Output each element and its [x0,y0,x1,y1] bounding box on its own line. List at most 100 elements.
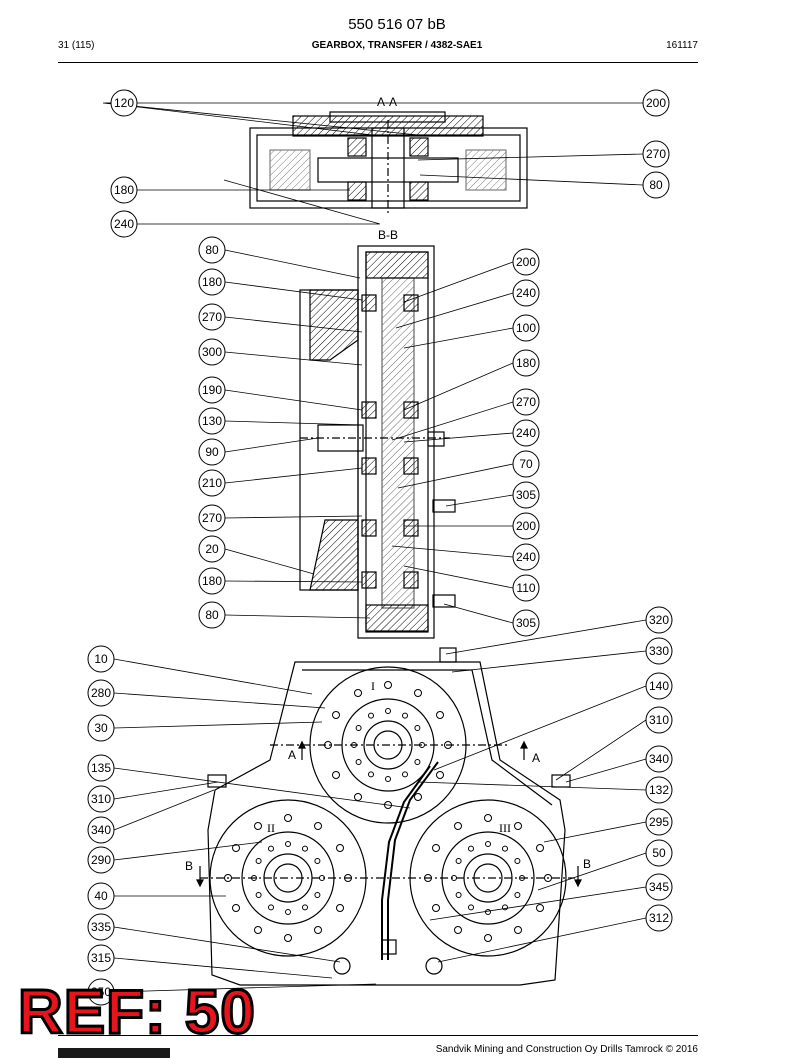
callout-number: 345 [649,880,669,894]
leader-line-view_bb-right-9 [391,545,514,558]
footer-rule [58,1035,698,1036]
callout-view_bb-left-90: 90 [198,438,226,466]
callout-number: 320 [649,613,669,627]
leader-line-view_front-right-1 [451,650,647,673]
bolt-hole [444,741,452,749]
callout-view_front-right-312: 312 [645,904,673,932]
bolt-hole [368,771,374,778]
callout-number: 312 [649,911,669,925]
section-bb-view: B-B [299,228,456,639]
callout-view_aa-left-120: 120 [110,89,138,117]
bolt-hole [402,771,408,778]
callout-number: 50 [652,846,666,860]
bolt-hole [336,844,344,852]
bolt-hole [414,793,422,801]
callout-view_bb-left-20: 20 [198,535,226,563]
callout-view_front-left-10: 10 [87,645,115,673]
bolt-hole [355,725,362,731]
leader-line-view_front-right-2 [433,685,647,771]
callout-view_bb-right-200: 200 [512,512,540,540]
callout-number: 90 [205,445,219,459]
bolt-hole [519,875,525,881]
bolt-hole [354,793,362,801]
page-title: GEARBOX, TRANSFER / 4382-SAE1 [311,40,483,51]
leader-line-view_front-right-4 [565,758,647,783]
leader-line-view_front-left-4 [113,781,219,800]
callout-number: 240 [114,217,134,231]
callout-number: 305 [516,616,536,630]
callout-view_bb-left-80: 80 [198,601,226,629]
leader-line-view_bb-left-11 [224,614,371,619]
callout-number: 335 [91,920,111,934]
callout-view_front-right-345: 345 [645,873,673,901]
callout-view_front-right-320: 320 [645,606,673,634]
callout-view_front-right-310: 310 [645,706,673,734]
callout-view_front-left-30: 30 [87,714,115,742]
callout-number: 240 [516,286,536,300]
callout-number: 200 [516,255,536,269]
front-view [196,647,582,986]
leader-line-view_bb-right-2 [403,327,514,349]
callout-view_front-left-290: 290 [87,846,115,874]
callout-number: 305 [516,488,536,502]
bolt-hole [332,771,340,779]
section-arrow-a-left: A [288,748,296,762]
bolt-hole [351,742,357,748]
callout-view_bb-right-240: 240 [512,279,540,307]
callout-view_bb-left-180: 180 [198,567,226,595]
leader-line-view_bb-left-0 [224,249,361,279]
bolt-hole [402,712,408,719]
bolt-hole [514,926,522,934]
bolt-hole [414,725,421,731]
callout-number: 180 [516,356,536,370]
callout-number: 200 [516,519,536,533]
callout-number: 120 [114,96,134,110]
revision-date: 161117 [666,40,698,51]
bolt-hole [455,858,462,864]
callout-number: 270 [646,147,666,161]
callout-view_bb-right-180: 180 [512,349,540,377]
callout-view_front-right-340: 340 [645,745,673,773]
callout-number: 340 [649,752,669,766]
callout-view_front-left-335: 335 [87,913,115,941]
bolt-hole [414,689,422,697]
callout-view_front-left-280: 280 [87,679,115,707]
callout-number: 180 [202,275,222,289]
leader-line-view_front-left-5 [113,789,215,831]
bolt-hole [432,904,440,912]
bolt-hole [514,822,522,830]
bolt-hole [451,875,457,881]
leader-line-view_bb-right-7 [445,494,514,507]
leader-line-view_front-left-6 [113,841,263,861]
bolt-hole [485,841,491,847]
callout-number: 340 [91,823,111,837]
bolt-hole [414,759,421,765]
bolt-hole [284,814,292,822]
leader-line-view_aa-right-1 [417,153,644,161]
section-arrow-b-left: B [185,859,193,873]
bolt-hole [255,892,262,898]
callout-view_bb-left-190: 190 [198,376,226,404]
bolt-hole [502,904,508,911]
bolt-hole [254,926,262,934]
callout-number: 140 [649,679,669,693]
bolt-hole [502,845,508,852]
callout-view_aa-left-240: 240 [110,210,138,238]
view-labels: A A B B I II III [185,679,591,873]
bolt-hole [432,844,440,852]
callout-number: 180 [114,183,134,197]
leader-line-view_bb-right-11 [443,603,514,624]
bolt-hole [468,904,474,911]
footer-copyright: Sandvik Mining and Construction Oy Drill… [435,1044,698,1055]
callout-view_front-left-40: 40 [87,882,115,910]
callout-number: 300 [202,345,222,359]
leader-line-view_bb-left-1 [224,281,363,301]
callout-number: 350 [91,985,111,999]
bolt-hole [336,904,344,912]
callout-number: 40 [94,889,108,903]
callout-view_bb-right-305: 305 [512,481,540,509]
leader-line-view_front-left-8 [113,926,341,963]
callout-number: 270 [202,310,222,324]
bolt-hole [285,909,291,915]
leader-line-view_bb-left-10 [224,580,363,583]
